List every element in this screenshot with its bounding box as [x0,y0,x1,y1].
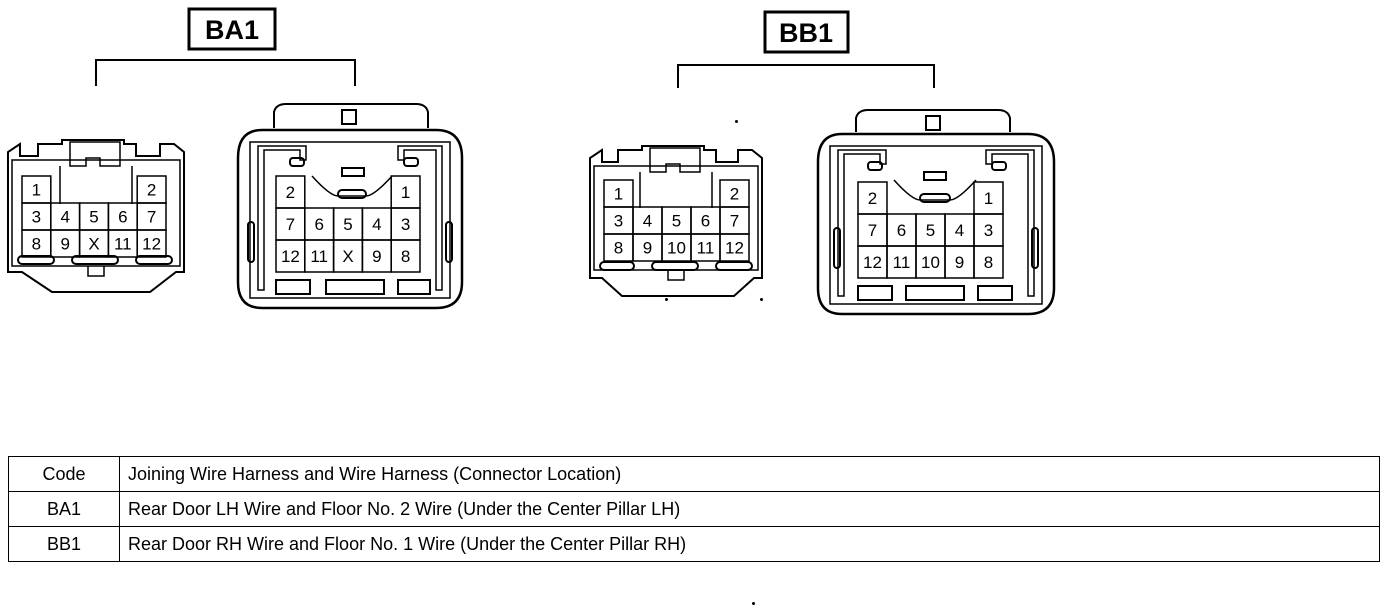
pin-label: 10 [921,253,940,272]
pin-grid: 2 1 7 6 5 4 3 12 11 10 9 8 [857,181,1004,279]
pin-label: 9 [955,253,964,272]
description-cell: Rear Door RH Wire and Floor No. 1 Wire (… [119,526,1380,562]
pin-label: 11 [310,247,328,266]
pin-label: 3 [984,221,993,240]
code-cell: BB1 [8,526,120,562]
pin-label: 7 [286,215,295,234]
pin-label: 2 [147,181,156,200]
pin-label: 4 [955,221,964,240]
pin-label: 8 [984,253,993,272]
pin-label: 5 [926,221,935,240]
pin-cell [973,245,1004,279]
pin-label: 7 [147,208,156,227]
pin-label: 9 [643,239,652,258]
pin-label: 8 [401,247,410,266]
table-row: BB1 Rear Door RH Wire and Floor No. 1 Wi… [8,526,1380,562]
pin-label: 6 [701,212,710,231]
pin-cell [719,233,750,262]
connector-code-box [763,10,850,54]
header-description-cell: Joining Wire Harness and Wire Harness (C… [119,456,1380,492]
grouping-bracket [95,59,356,86]
pin-label: 12 [725,239,744,258]
connector-code-label: BB1 [779,18,833,48]
pin-label: 12 [142,235,161,254]
table-header-row: Code Joining Wire Harness and Wire Harne… [8,456,1380,492]
pin-label: 4 [372,215,381,234]
pin-label: 12 [863,253,882,272]
pin-label: 8 [614,239,623,258]
pin-label: 7 [730,212,739,231]
pin-label: 9 [60,235,69,254]
pin-label: 5 [89,208,98,227]
header-code-cell: Code [8,456,120,492]
pin-label: 2 [868,189,877,208]
speck [752,602,755,605]
pin-label: 3 [32,208,41,227]
description-cell: Rear Door LH Wire and Floor No. 2 Wire (… [119,491,1380,527]
speck [735,120,738,123]
speck [760,298,763,301]
connector-code-box [187,7,277,51]
connector-code-label: BA1 [205,15,259,45]
pin-label: 3 [614,212,623,231]
grouping-bracket [677,64,935,88]
pin-label: 3 [401,215,410,234]
pin-label: 6 [897,221,906,240]
pin-label: 1 [32,181,41,200]
pin-label: 4 [643,212,652,231]
code-cell: BA1 [8,491,120,527]
pin-label: X [342,247,353,266]
pin-label: 5 [343,215,352,234]
pin-label: X [88,235,99,254]
pin-label: 7 [868,221,877,240]
pin-label: 6 [314,215,323,234]
connector-male-bb1: 2 1 7 6 5 4 3 12 11 10 9 8 [816,109,1056,316]
pin-cell [390,239,421,273]
pin-label: 1 [984,189,993,208]
pin-label: 2 [286,183,295,202]
pin-label: 2 [730,185,739,204]
connector-legend-table: Code Joining Wire Harness and Wire Harne… [8,456,1380,562]
pin-label: 1 [614,185,623,204]
pin-label: 6 [118,208,127,227]
pin-label: 5 [672,212,681,231]
pin-label: 11 [893,253,911,272]
pin-label: 4 [60,208,69,227]
pin-label: 12 [281,247,300,266]
pin-label: 8 [32,235,41,254]
pin-label: 10 [667,239,686,258]
speck [665,298,668,301]
pin-label: 9 [372,247,381,266]
pin-label: 1 [401,183,410,202]
table-row: BA1 Rear Door LH Wire and Floor No. 2 Wi… [8,491,1380,527]
pin-cell [136,229,167,258]
pin-label: 11 [114,235,132,254]
pin-label: 11 [697,239,715,258]
